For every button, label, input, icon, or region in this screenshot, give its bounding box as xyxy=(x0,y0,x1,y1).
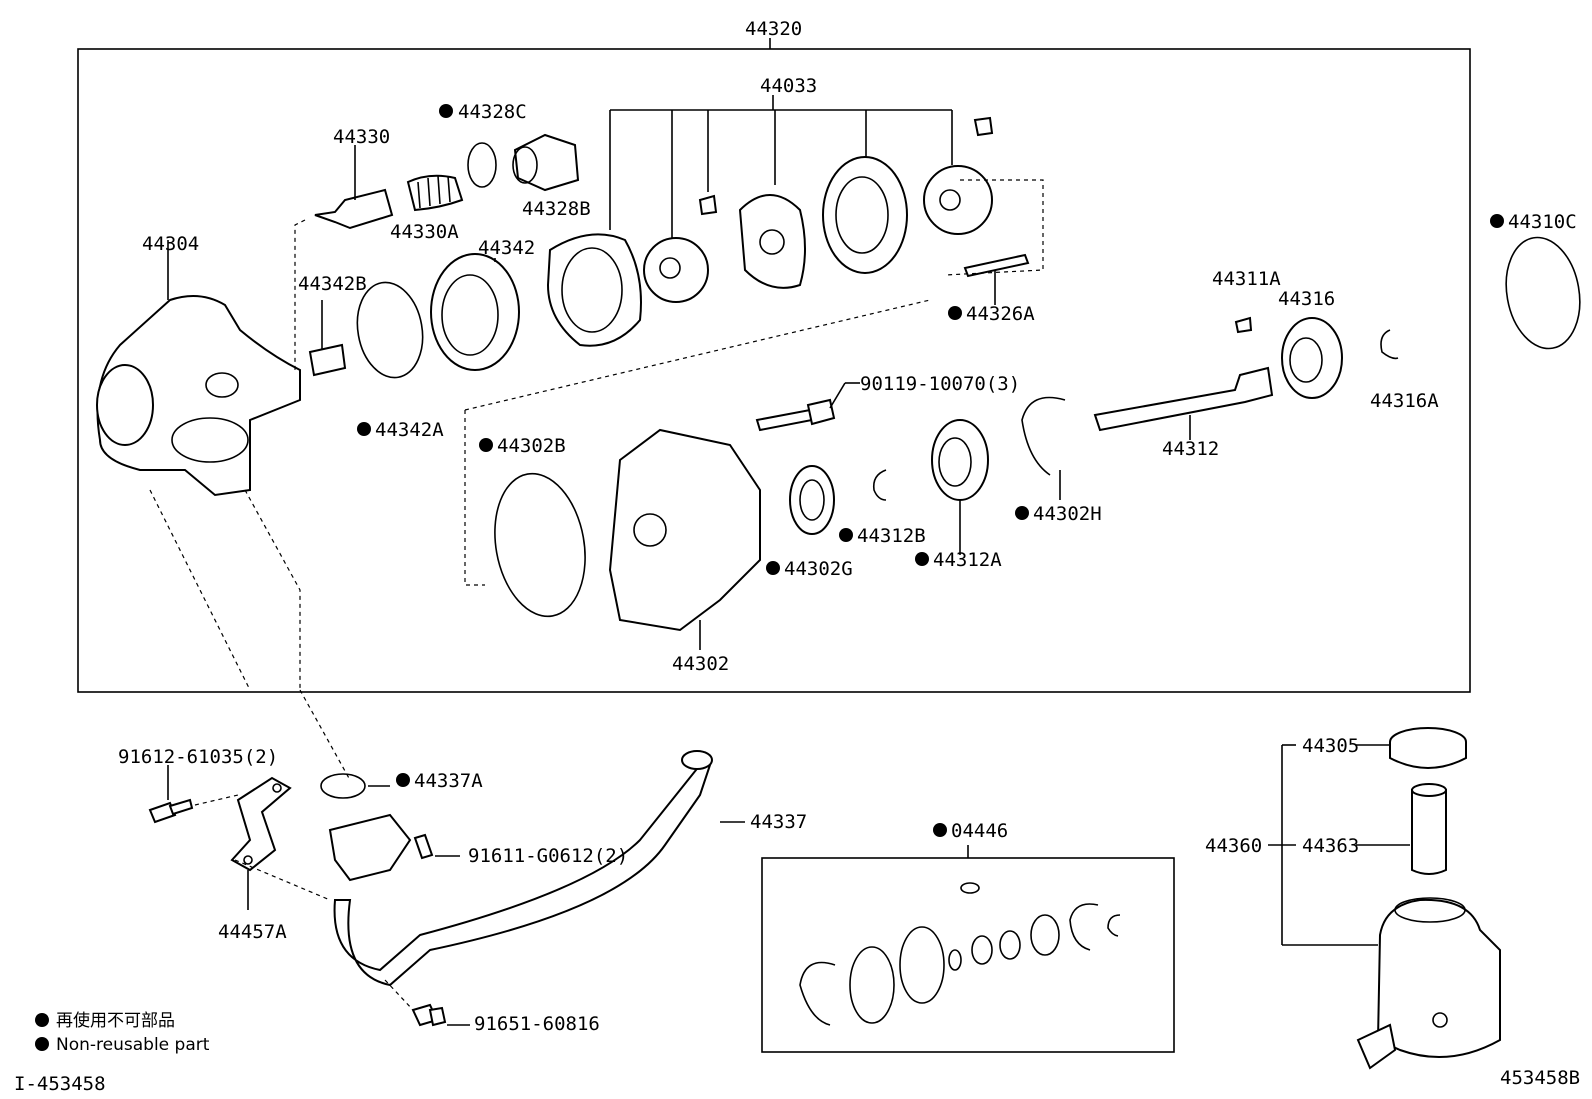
label-44312A: 44312A xyxy=(933,549,1002,571)
label-44305: 44305 xyxy=(1302,735,1359,757)
non-reusable-dot xyxy=(479,438,493,452)
bolt-91651 xyxy=(384,979,470,1027)
side-plate-44033 xyxy=(738,194,806,289)
label-91612-61035: 91612-61035(2) xyxy=(118,746,278,768)
label-90119-10070: 90119-10070(3) xyxy=(860,373,1020,395)
bolt-91612 xyxy=(148,765,239,824)
front-housing-44302 xyxy=(608,428,761,650)
pipe-44337 xyxy=(234,689,745,987)
label-44310C: 44310C xyxy=(1508,211,1577,233)
label-44302B: 44302B xyxy=(497,435,566,457)
label-44033: 44033 xyxy=(760,75,817,97)
label-44302: 44302 xyxy=(672,653,729,675)
legend-dot xyxy=(35,1037,49,1051)
label-44457A: 44457A xyxy=(218,921,287,943)
non-reusable-dot xyxy=(933,823,947,837)
seal-44033 xyxy=(822,156,908,274)
snap-ring-44312B xyxy=(872,469,887,501)
legend-en: Non-reusable part xyxy=(56,1035,210,1055)
non-reusable-dot xyxy=(948,306,962,320)
non-reusable-dot xyxy=(439,104,453,118)
non-reusable-dot xyxy=(396,773,410,787)
reservoir-44360 xyxy=(1268,727,1501,1070)
label-44342B: 44342B xyxy=(298,273,367,295)
non-reusable-dot xyxy=(766,561,780,575)
footer-right-code: 453458B xyxy=(1500,1067,1580,1089)
label-44302G: 44302G xyxy=(784,558,853,580)
shaft-44312 xyxy=(1093,366,1274,440)
label-44302H: 44302H xyxy=(1033,503,1102,525)
pump-housing-44304 xyxy=(96,240,301,691)
label-44328B: 44328B xyxy=(522,198,591,220)
oring-44342A xyxy=(356,281,424,379)
non-reusable-dot xyxy=(915,552,929,566)
label-44316: 44316 xyxy=(1278,288,1335,310)
vane-44033 xyxy=(698,194,718,216)
spring-44330A xyxy=(406,174,464,212)
label-44330: 44330 xyxy=(333,126,390,148)
non-reusable-dot xyxy=(839,528,853,542)
label-44311A: 44311A xyxy=(1212,268,1281,290)
assembly-box-44320 xyxy=(77,38,1471,693)
label-44360: 44360 xyxy=(1205,835,1262,857)
label-44320: 44320 xyxy=(745,18,802,40)
plate-44342 xyxy=(430,253,520,371)
label-44316A: 44316A xyxy=(1370,390,1439,412)
label-91651-60816: 91651-60816 xyxy=(474,1013,600,1035)
label-91611-G0612: 91611-G0612(2) xyxy=(468,845,628,867)
bolt-90119 xyxy=(755,382,860,432)
non-reusable-dot xyxy=(1490,214,1504,228)
label-44328C: 44328C xyxy=(458,101,527,123)
legend-jp: 再使用不可部品 xyxy=(56,1010,175,1031)
legend-dot xyxy=(35,1013,49,1027)
cam-ring-44033 xyxy=(546,233,642,347)
rotor-44033 xyxy=(643,237,709,303)
plug-44328B xyxy=(512,133,580,192)
label-44312B: 44312B xyxy=(857,525,926,547)
gasket-kit-04446 xyxy=(761,845,1175,1053)
key-44311A xyxy=(1234,316,1253,334)
gear-44316 xyxy=(1281,317,1343,399)
legend: 再使用不可部品 Non-reusable part xyxy=(35,1010,210,1055)
bracket-44457A xyxy=(230,776,292,910)
label-44337A: 44337A xyxy=(414,770,483,792)
kit-bracket-44033 xyxy=(609,95,953,245)
bearing-44302G xyxy=(789,465,835,535)
snap-ring-44316A xyxy=(1380,329,1399,360)
label-44326A: 44326A xyxy=(966,303,1035,325)
bolt-91611 xyxy=(413,833,460,860)
valve-44330 xyxy=(294,145,394,370)
footer-left-code: I-453458 xyxy=(14,1073,106,1095)
label-04446: 04446 xyxy=(951,820,1008,842)
gear-44033 xyxy=(923,165,993,235)
label-44312: 44312 xyxy=(1162,438,1219,460)
label-44363: 44363 xyxy=(1302,835,1359,857)
label-44304: 44304 xyxy=(142,233,199,255)
non-reusable-dot xyxy=(357,422,371,436)
gasket-44337A xyxy=(320,773,390,799)
label-44330A: 44330A xyxy=(390,221,459,243)
pin-44326A xyxy=(464,179,1044,411)
oring-44310C xyxy=(1505,236,1581,350)
spring-44342B xyxy=(308,300,347,377)
label-44342A: 44342A xyxy=(375,419,444,441)
bearing-44312A xyxy=(931,419,989,555)
non-reusable-dot xyxy=(1015,506,1029,520)
vane-top-44033 xyxy=(973,116,994,137)
snap-ring-44302H xyxy=(1021,396,1066,500)
oring-44328C xyxy=(467,142,497,188)
oring-44302B xyxy=(464,410,586,618)
label-44342: 44342 xyxy=(478,237,535,259)
label-44337: 44337 xyxy=(750,811,807,833)
